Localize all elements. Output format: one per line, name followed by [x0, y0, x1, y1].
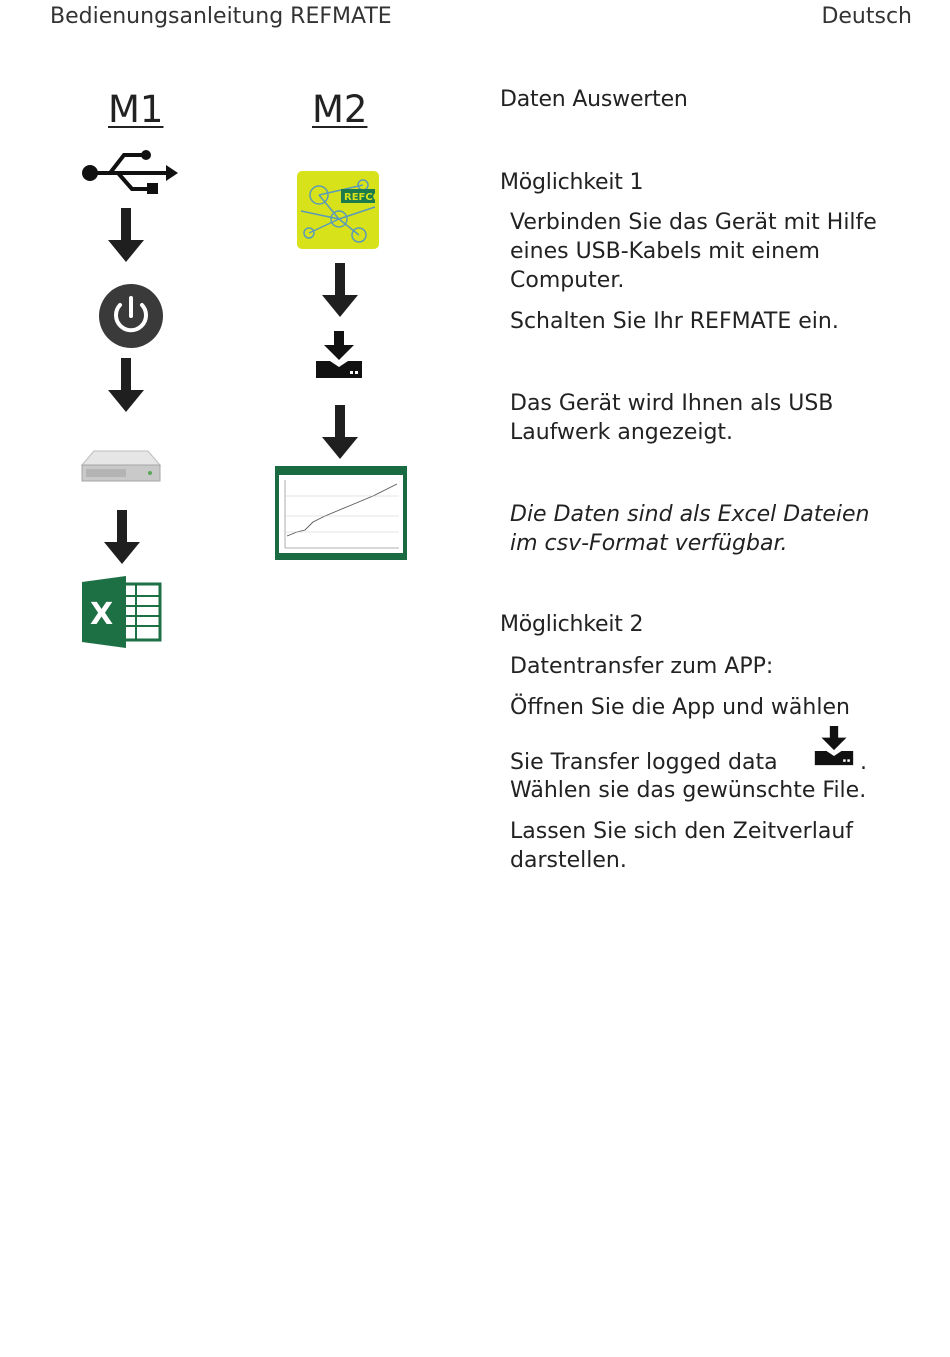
down-arrow-icon	[108, 358, 144, 412]
option2-step3-period: .	[860, 750, 867, 775]
device-brand-text: REFCO	[344, 192, 379, 203]
usb-icon	[80, 150, 180, 196]
chart-screen-icon	[275, 466, 407, 560]
download-icon	[314, 331, 364, 379]
option1-step3: Das Gerät wird Ihnen als USB Laufwerk an…	[510, 391, 834, 445]
down-arrow-icon	[104, 510, 140, 564]
option2-step1: Datentransfer zum APP:	[510, 654, 774, 679]
down-arrow-icon	[108, 208, 144, 262]
option1-step1: Verbinden Sie das Gerät mit Hilfe eines …	[510, 210, 877, 293]
power-icon	[98, 283, 164, 349]
option1-title: Möglichkeit 1	[500, 170, 644, 195]
option2-title: Möglichkeit 2	[500, 612, 644, 637]
option2-step3-text: Sie Transfer logged data	[510, 750, 778, 775]
column-m1-label: M1	[108, 88, 164, 131]
doc-title: Bedienungsanleitung REFMATE	[50, 4, 392, 29]
option1-note: Die Daten sind als Excel Dateien im csv-…	[510, 502, 870, 556]
excel-icon: X	[82, 576, 162, 648]
language-label: Deutsch	[821, 4, 912, 29]
column-m2-label: M2	[312, 88, 368, 131]
option2-step3-line: Sie Transfer logged data	[510, 748, 900, 777]
svg-text:X: X	[90, 597, 113, 632]
download-icon	[813, 726, 855, 766]
section-title: Daten Auswerten	[500, 87, 688, 112]
refmate-device-icon: REFCO	[297, 171, 379, 249]
option2-step4: Lassen Sie sich den Zeitverlauf darstell…	[510, 819, 854, 873]
option2-step3b: Wählen sie das gewünschte File.	[510, 778, 867, 803]
option1-step2: Schalten Sie Ihr REFMATE ein.	[510, 309, 839, 334]
down-arrow-icon	[322, 263, 358, 317]
down-arrow-icon	[322, 405, 358, 459]
drive-icon	[80, 447, 162, 485]
option2-step2: Öffnen Sie die App und wählen	[510, 695, 850, 720]
